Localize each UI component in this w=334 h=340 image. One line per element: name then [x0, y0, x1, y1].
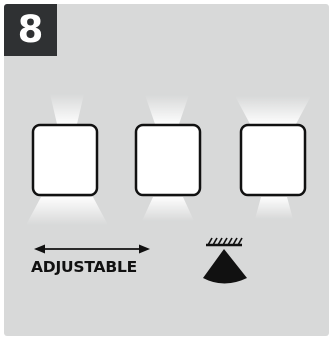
wall-light-1 [33, 125, 97, 195]
light-fixture-1 [26, 94, 108, 225]
wall-light-3 [241, 125, 305, 195]
light-beam-up-1 [50, 94, 84, 124]
light-fixture-2 [136, 95, 200, 221]
light-beam-up-3 [235, 96, 311, 124]
light-beam-down-3 [255, 197, 293, 219]
light-fixture-3 [235, 96, 311, 219]
adjustable-label: ADJUSTABLE [31, 258, 137, 276]
double-headed-arrow-icon [34, 245, 150, 254]
light-beam-down-2 [142, 197, 194, 221]
light-beam-up-2 [145, 95, 189, 124]
wall-light-2 [136, 125, 200, 195]
light-beam-down-1 [26, 197, 108, 225]
beam-angle-icon [203, 238, 247, 284]
